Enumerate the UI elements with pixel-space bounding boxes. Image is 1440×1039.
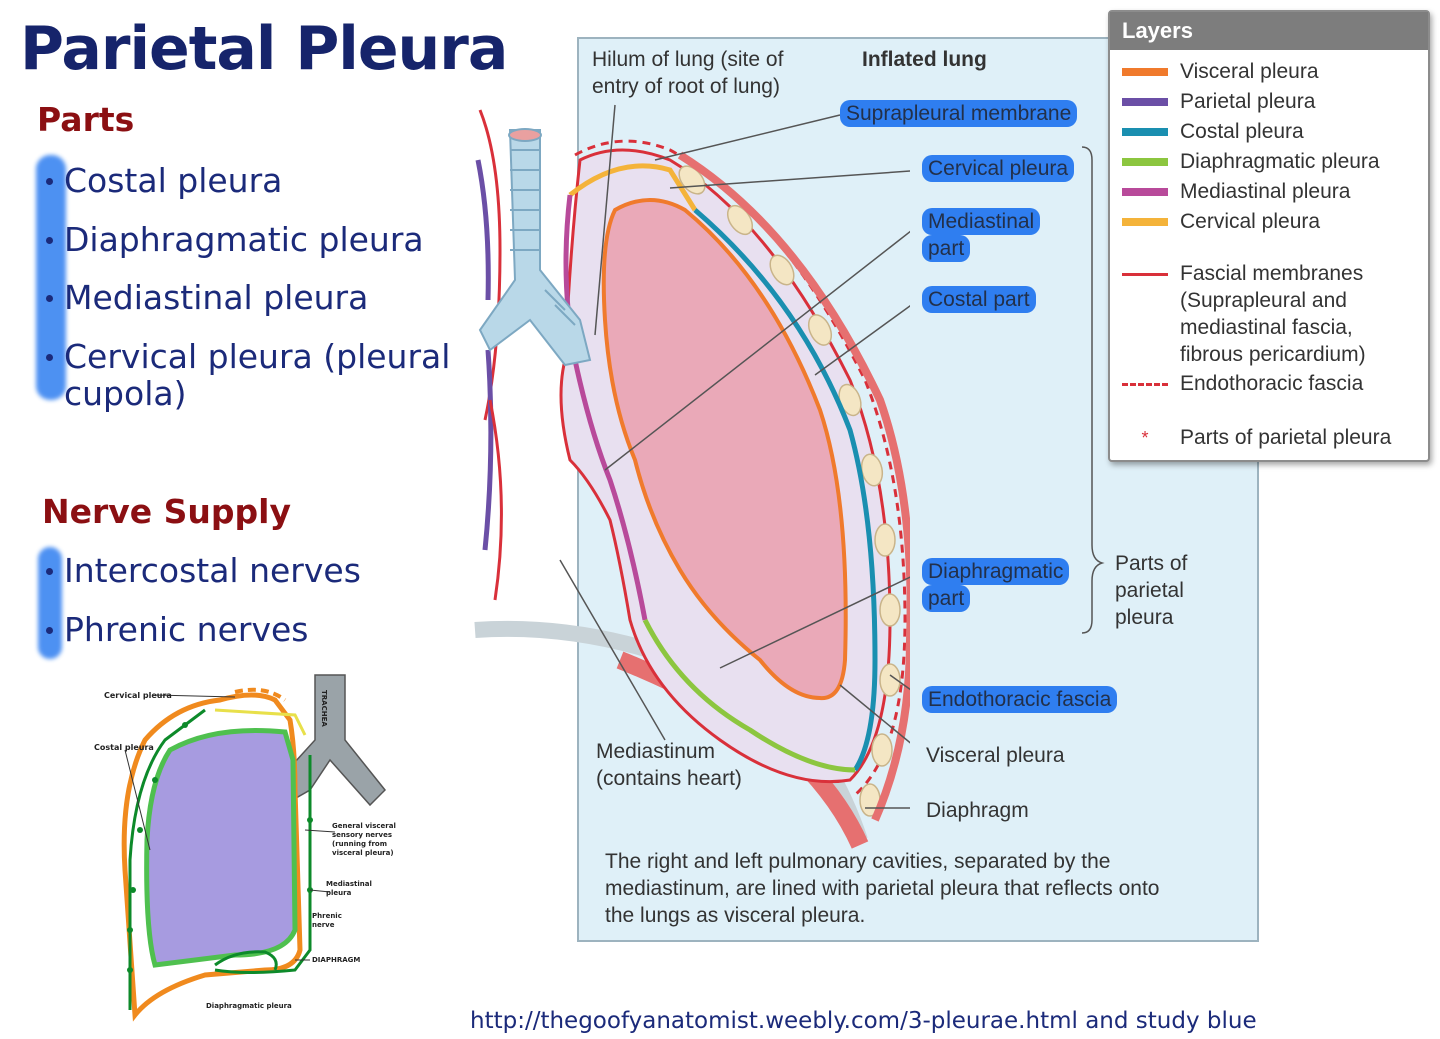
label-cervical-pleura: Cervical pleura (922, 155, 1075, 182)
nerve-item-intercostal: Intercostal nerves (46, 552, 361, 589)
nerve-item-phrenic: Phrenic nerves (46, 611, 309, 648)
source-url: http://thegoofyanatomist.weebly.com/3-pl… (470, 1008, 1257, 1034)
label-endothoracic: Endothoracic fascia (922, 686, 1118, 713)
legend-item-parts-marker: *Parts of parietal pleura (1122, 424, 1391, 452)
nerve-supply-heading: Nerve Supply (42, 492, 291, 531)
nerve-highlight-strip (38, 547, 62, 659)
small-pleura-diagram (121, 674, 387, 1022)
small-label-diaphragmatic: Diaphragmatic pleura (206, 1002, 292, 1010)
parts-item-costal: Costal pleura (46, 162, 282, 199)
label-diaphragmatic-part: Diaphragmatic part (922, 558, 1070, 612)
lung-cross-section (474, 104, 910, 849)
label-inflated-lung: Inflated lung (862, 48, 987, 71)
layers-legend: Layers Visceral pleura Parietal pleura C… (1108, 10, 1430, 462)
label-mediastinum: Mediastinum(contains heart) (596, 740, 742, 790)
legend-item-endothoracic: Endothoracic fascia (1122, 370, 1363, 397)
legend-item-fascial: Fascial membranes (Suprapleural and medi… (1122, 260, 1366, 368)
parts-item-mediastinal: Mediastinal pleura (46, 279, 368, 316)
legend-item-diaphragmatic: Diaphragmatic pleura (1122, 148, 1380, 175)
label-costal-part: Costal part (922, 286, 1036, 313)
diagram-caption: The right and left pulmonary cavities, s… (605, 850, 1160, 927)
legend-title: Layers (1110, 12, 1428, 50)
label-suprapleural: Suprapleural membrane (840, 100, 1078, 127)
legend-item-costal: Costal pleura (1122, 118, 1304, 145)
parts-bracket (1081, 146, 1105, 634)
legend-item-parietal: Parietal pleura (1122, 88, 1315, 115)
label-parts-of-parietal: Parts of parietal pleura (1115, 552, 1188, 629)
page-title: Parietal Pleura (20, 14, 508, 84)
parts-heading: Parts (37, 100, 135, 139)
small-label-trachea: TRACHEA (320, 690, 328, 727)
legend-item-cervical: Cervical pleura (1122, 208, 1320, 235)
label-diaphragm: Diaphragm (926, 799, 1029, 822)
small-label-costal: Costal pleura (94, 743, 154, 752)
small-label-cervical: Cervical pleura (104, 691, 172, 700)
legend-item-visceral: Visceral pleura (1122, 58, 1319, 85)
legend-item-mediastinal: Mediastinal pleura (1122, 178, 1350, 205)
label-visceral: Visceral pleura (926, 744, 1065, 767)
parietal-outline (121, 692, 303, 1022)
star-icon: * (1141, 428, 1149, 448)
parts-highlight-strip (36, 155, 66, 400)
lung-shape (144, 728, 298, 968)
label-mediastinal-part: Mediastinal part (922, 208, 1041, 262)
fascial-swatch (1122, 272, 1168, 276)
small-label-diaphragm: DIAPHRAGM (312, 956, 361, 964)
parts-item-diaphragmatic: Diaphragmatic pleura (46, 221, 424, 258)
endothoracic-swatch (1122, 382, 1168, 386)
